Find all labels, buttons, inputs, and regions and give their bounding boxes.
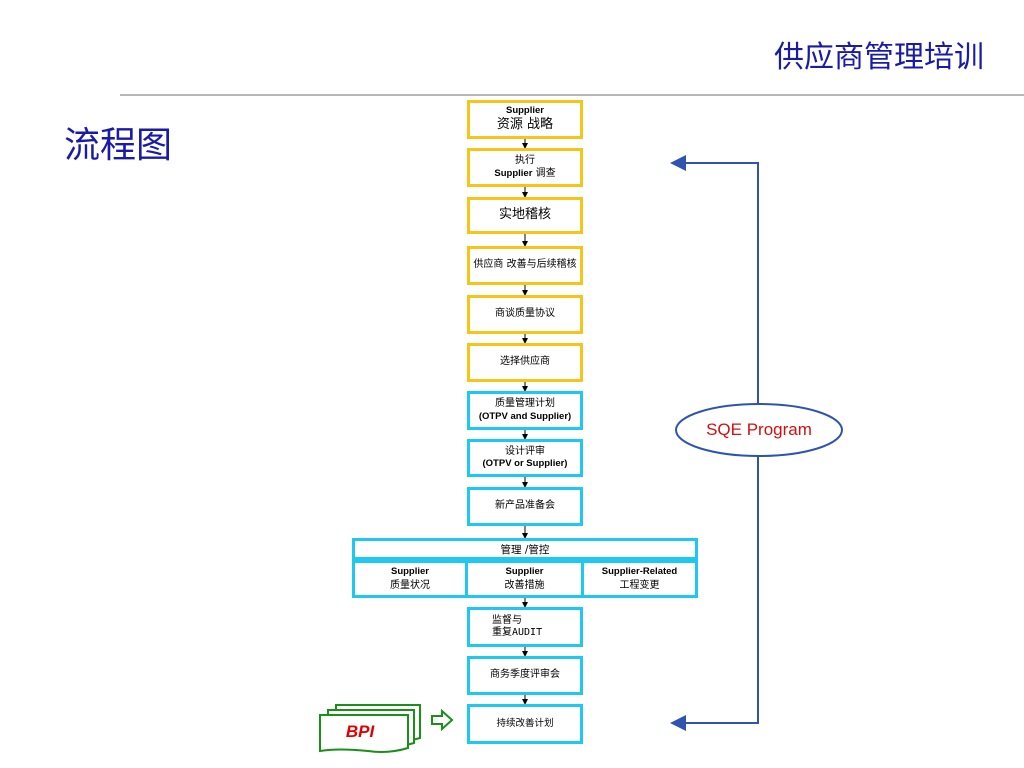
flow-step-business-review: 商务季度评审会 bbox=[467, 656, 583, 695]
step-label-cn: 选择供应商 bbox=[500, 356, 550, 368]
sub-label-en: Supplier bbox=[505, 566, 544, 578]
step-label-cn: 设计评审 bbox=[505, 445, 545, 457]
sub-label-cn: 改善措施 bbox=[504, 579, 545, 591]
flow-step-select-supplier: 选择供应商 bbox=[467, 343, 583, 382]
bpi-label: BPI bbox=[345, 722, 375, 741]
manage-sub-improvement-measures: Supplier 改善措施 bbox=[465, 560, 584, 598]
flow-step-supplier-survey: 执行 Supplier 调查 bbox=[467, 148, 583, 187]
step-label-cn: 监督与 bbox=[492, 614, 522, 626]
step-label-cn-2: 重复AUDIT bbox=[492, 627, 543, 638]
flow-step-supervision-audit: 监督与 重复AUDIT bbox=[467, 607, 583, 647]
step-label-en: (OTPV and Supplier) bbox=[478, 410, 572, 422]
step-label-en: Supplier bbox=[494, 167, 533, 179]
flow-step-design-review: 设计评审 (OTPV or Supplier) bbox=[467, 439, 583, 477]
step-label-cn: 管理 /管控 bbox=[500, 543, 550, 556]
manage-sub-engineering-change: Supplier-Related 工程变更 bbox=[581, 560, 698, 598]
step-label-cn: 商务季度评审会 bbox=[490, 669, 560, 681]
step-label-en: Supplier bbox=[505, 105, 544, 117]
sqe-program-label: SQE Program bbox=[706, 420, 812, 439]
bpi-document-icon bbox=[319, 704, 421, 753]
sub-label-cn: 工程变更 bbox=[619, 579, 660, 591]
page-heading: 流程图 bbox=[64, 125, 173, 166]
flow-step-quality-agreement: 商谈质量协议 bbox=[467, 295, 583, 334]
step-label-cn-suffix: 调查 bbox=[532, 167, 556, 179]
flow-step-new-product-meeting: 新产品准备会 bbox=[467, 487, 583, 526]
flow-step-quality-plan: 质量管理计划 (OTPV and Supplier) bbox=[467, 391, 583, 430]
flow-step-supplier-strategy: Supplier 资源 战略 bbox=[467, 100, 583, 139]
step-label-cn: 执行 bbox=[515, 155, 535, 166]
step-label-cn: 持续改善计划 bbox=[496, 718, 554, 730]
step-label-cn: 质量管理计划 bbox=[495, 398, 555, 410]
step-label-cn: 实地稽核 bbox=[498, 207, 551, 223]
sub-label-cn: 质量状况 bbox=[390, 579, 430, 591]
sub-label-en: Supplier bbox=[390, 566, 429, 578]
step-label-cn: 供应商 改善与后续稽核 bbox=[473, 259, 577, 271]
sqe-ellipse bbox=[675, 403, 843, 457]
flow-step-continuous-improvement: 持续改善计划 bbox=[467, 704, 583, 744]
sub-label-en: Supplier-Related bbox=[601, 566, 678, 578]
sqe-loop bbox=[670, 155, 759, 731]
step-label-en: (OTPV or Supplier) bbox=[482, 458, 568, 470]
flow-step-management-control: 管理 /管控 bbox=[352, 538, 698, 560]
header-title: 供应商管理培训 bbox=[774, 40, 984, 75]
manage-sub-quality-status: Supplier 质量状况 bbox=[352, 560, 468, 598]
bpi-arrow-icon bbox=[431, 708, 454, 732]
flow-step-onsite-audit: 实地稽核 bbox=[467, 197, 583, 234]
flow-step-improvement-audit: 供应商 改善与后续稽核 bbox=[467, 246, 583, 285]
step-label-cn: 新产品准备会 bbox=[495, 500, 555, 512]
header-divider bbox=[120, 94, 1024, 96]
step-label-cn: 资源 战略 bbox=[496, 117, 554, 133]
step-label-cn: 商谈质量协议 bbox=[495, 308, 555, 320]
